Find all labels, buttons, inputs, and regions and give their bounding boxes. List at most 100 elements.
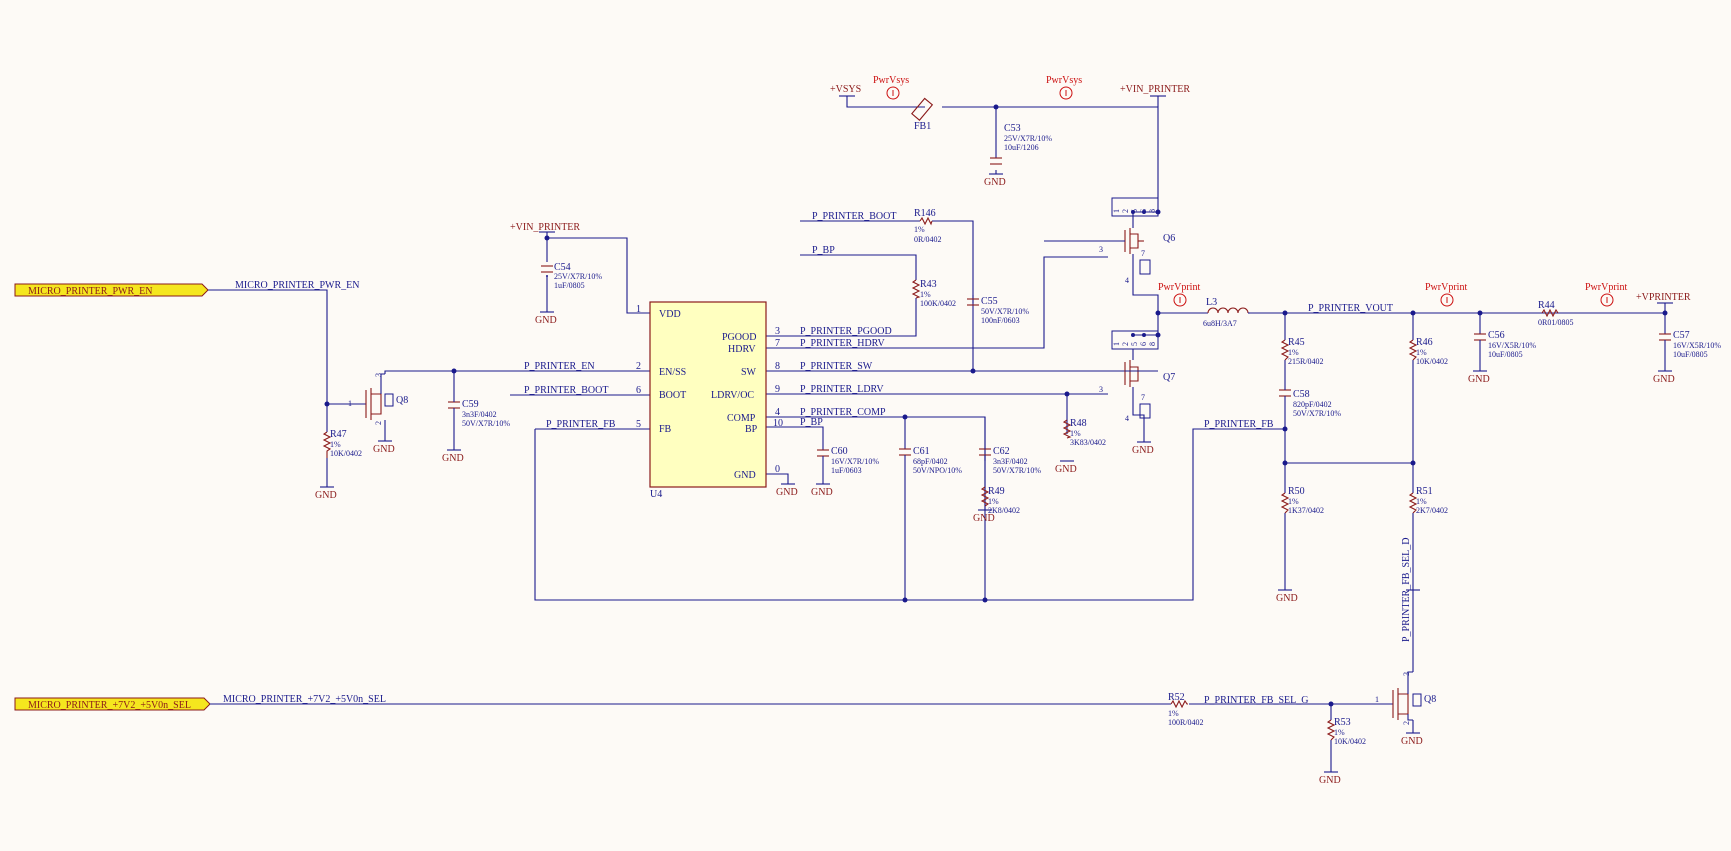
svg-text:10K/0402: 10K/0402: [1416, 357, 1448, 366]
svg-text:1: 1: [1112, 342, 1121, 346]
capacitor-c61[interactable]: C61 68pF/0402 50V/NPO/10%: [899, 446, 962, 475]
svg-text:7: 7: [1141, 393, 1145, 402]
svg-text:SW: SW: [741, 367, 757, 378]
resistor-r51[interactable]: R51 1% 2K7/0402: [1408, 486, 1448, 515]
svg-text:GND: GND: [1132, 445, 1154, 456]
resistor-r44[interactable]: R44 0R01/0805: [1538, 300, 1574, 327]
capacitor-c55[interactable]: C55 50V/X7R/10% 100nF/0603: [967, 296, 1029, 325]
ic-u4[interactable]: U4 VDD EN/SS BOOT FB 1 2 6 5 PGOOD HDRV …: [636, 301, 783, 500]
svg-text:3: 3: [374, 373, 383, 377]
resistor-r48[interactable]: R48 1% 3K83/0402: [1062, 418, 1106, 447]
resistor-r146[interactable]: R146 1% 0R/0402: [914, 208, 942, 244]
svg-text:Q7: Q7: [1163, 372, 1175, 383]
svg-text:+VSYS: +VSYS: [830, 84, 861, 95]
svg-text:9: 9: [775, 384, 780, 395]
svg-text:GND: GND: [535, 315, 557, 326]
svg-text:1%: 1%: [914, 225, 925, 234]
svg-text:R51: R51: [1416, 486, 1433, 497]
resistor-r43[interactable]: R43 1% 100K/0402: [911, 279, 956, 308]
resistor-r46[interactable]: R46 1% 10K/0402: [1408, 337, 1448, 366]
probe-icon: PwrVsys: [1046, 75, 1082, 100]
capacitor-c58[interactable]: C58 820pF/0402 50V/X7R/10%: [1279, 387, 1341, 418]
svg-text:5: 5: [636, 419, 641, 430]
svg-text:4: 4: [1125, 414, 1129, 423]
mosfet-q8-right[interactable]: 1 3 2 Q8: [1375, 671, 1436, 725]
capacitor-c62[interactable]: C62 3n3F/0402 50V/X7R/10%: [979, 417, 1041, 487]
svg-text:GND: GND: [1653, 374, 1675, 385]
gnd-icon: GND: [1319, 771, 1341, 786]
svg-text:2: 2: [1402, 721, 1411, 725]
net-label: MICRO_PRINTER_PWR_EN: [235, 280, 359, 291]
svg-text:10K/0402: 10K/0402: [330, 449, 362, 458]
net-labels: MICRO_PRINTER_PWR_EN MICRO_PRINTER_+7V2_…: [223, 211, 1412, 706]
capacitor-c60[interactable]: C60 16V/X7R/10% 1uF/0603: [817, 446, 879, 475]
svg-text:1K37/0402: 1K37/0402: [1288, 506, 1324, 515]
svg-text:C62: C62: [993, 446, 1010, 457]
net-label: P_PRINTER_FB: [546, 419, 616, 430]
svg-text:C57: C57: [1673, 330, 1690, 341]
resistor-r52[interactable]: R52 1% 100R/0402: [1168, 692, 1204, 727]
ferrite-fb1[interactable]: FB1: [911, 97, 934, 132]
probe-icon: PwrVprint: [1425, 282, 1467, 307]
svg-text:+VIN_PRINTER: +VIN_PRINTER: [510, 222, 580, 233]
mosfet-q8-left[interactable]: 1 3 2 Q8: [348, 373, 408, 425]
resistor-r50[interactable]: R50 1% 1K37/0402: [1280, 486, 1324, 515]
svg-text:C60: C60: [831, 446, 848, 457]
svg-text:1%: 1%: [1334, 728, 1345, 737]
svg-text:3: 3: [1099, 385, 1103, 394]
probe-icon: PwrVprint: [1158, 282, 1200, 307]
capacitor-c59[interactable]: C59 3n3F/0402 50V/X7R/10%: [448, 398, 510, 428]
svg-text:R146: R146: [914, 208, 936, 219]
inductor-l3[interactable]: L3 6u8H/3A7: [1203, 297, 1250, 328]
svg-text:16V/X7R/10%: 16V/X7R/10%: [831, 457, 879, 466]
svg-text:1uF/0805: 1uF/0805: [554, 281, 585, 290]
svg-text:1%: 1%: [1288, 348, 1299, 357]
svg-text:GND: GND: [1468, 374, 1490, 385]
capacitor-c57[interactable]: C57 16V/X5R/10% 10uF/0805: [1659, 330, 1721, 359]
junctions: [324, 104, 1668, 707]
svg-text:C54: C54: [554, 262, 571, 273]
svg-text:PwrVsys: PwrVsys: [873, 75, 909, 86]
vin-printer-left-port: +VIN_PRINTER: [510, 222, 580, 233]
probe-icon: PwrVsys: [873, 75, 909, 100]
capacitor-c53[interactable]: C53 25V/X7R/10% 10uF/1206: [990, 123, 1052, 165]
net-label: P_PRINTER_SW: [800, 361, 873, 372]
svg-text:100K/0402: 100K/0402: [920, 299, 956, 308]
mosfet-q6[interactable]: 1 2 5 6 8 7 3 4 Q6: [1044, 197, 1175, 285]
capacitor-c56[interactable]: C56 16V/X5R/10% 10uF/0805: [1474, 330, 1536, 359]
svg-text:50V/X7R/10%: 50V/X7R/10%: [1293, 409, 1341, 418]
probe-icon: PwrVprint: [1585, 282, 1627, 307]
svg-text:FB: FB: [659, 424, 672, 435]
port-pwr-en[interactable]: MICRO_PRINTER_PWR_EN: [14, 283, 209, 297]
resistor-r47[interactable]: R47 1% 10K/0402: [322, 429, 362, 458]
svg-text:EN/SS: EN/SS: [659, 367, 686, 378]
mosfet-q7[interactable]: 1 2 5 6 8 7 3 4 Q7: [1099, 330, 1175, 423]
svg-text:C59: C59: [462, 399, 479, 410]
svg-text:2K8/0402: 2K8/0402: [988, 506, 1020, 515]
capacitor-c54[interactable]: C54 25V/X7R/10% 1uF/0805: [541, 262, 602, 290]
port-sel[interactable]: MICRO_PRINTER_+7V2_+5V0n_SEL: [14, 697, 211, 711]
net-label: P_PRINTER_HDRV: [800, 338, 886, 349]
svg-text:R52: R52: [1168, 692, 1185, 703]
svg-text:1uF/0603: 1uF/0603: [831, 466, 862, 475]
svg-text:5: 5: [1130, 209, 1139, 213]
resistor-r53[interactable]: R53 1% 10K/0402: [1326, 717, 1366, 746]
svg-text:10uF/1206: 10uF/1206: [1004, 143, 1039, 152]
gnd-icon: GND: [315, 486, 337, 501]
svg-text:PwrVprint: PwrVprint: [1158, 282, 1200, 293]
port-sel-label: MICRO_PRINTER_+7V2_+5V0n_SEL: [28, 700, 191, 711]
vin-printer-top-port: +VIN_PRINTER: [1120, 84, 1190, 107]
svg-text:1%: 1%: [1070, 429, 1081, 438]
svg-text:L3: L3: [1206, 297, 1217, 308]
svg-text:PwrVsys: PwrVsys: [1046, 75, 1082, 86]
svg-text:3: 3: [1099, 245, 1103, 254]
svg-text:C56: C56: [1488, 330, 1505, 341]
svg-text:6: 6: [1139, 209, 1148, 213]
svg-text:1: 1: [1375, 695, 1379, 704]
resistor-r45[interactable]: R45 1% 215R/0402: [1280, 337, 1324, 366]
gnd-icon: GND: [1653, 370, 1675, 385]
svg-text:Q8: Q8: [396, 395, 408, 406]
resistor-r49[interactable]: R49 1% 2K8/0402: [980, 486, 1020, 515]
svg-text:6: 6: [636, 385, 641, 396]
